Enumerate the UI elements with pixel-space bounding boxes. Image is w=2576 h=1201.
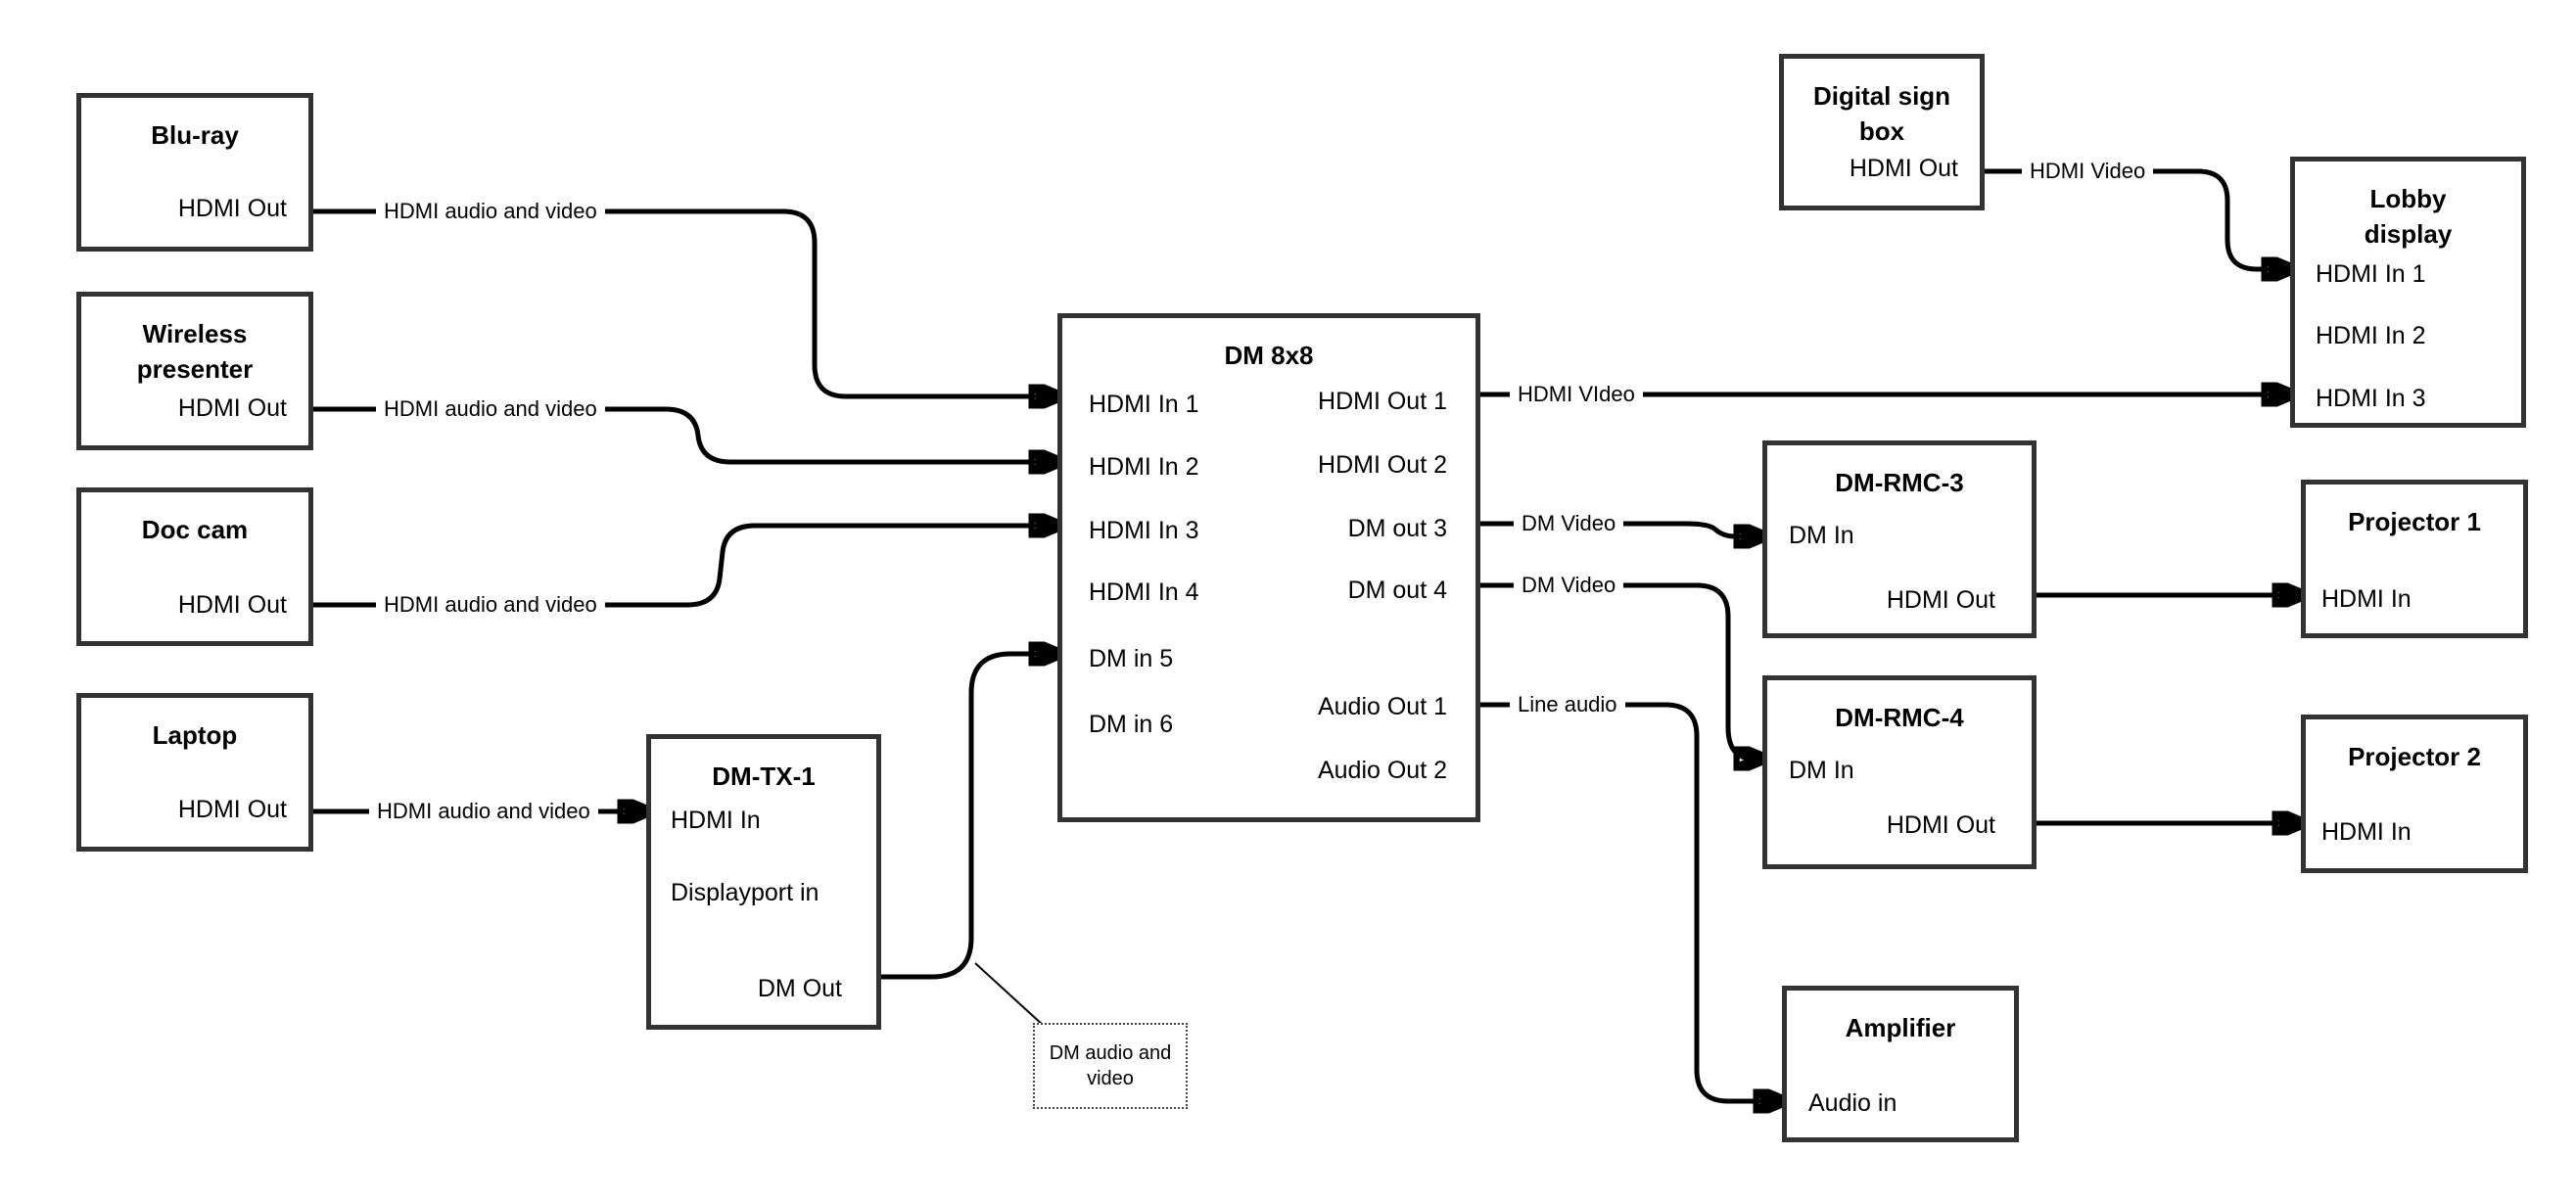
port-dm8x8-dm-in-5: DM in 5 — [1089, 645, 1174, 672]
port-dm8x8-hdmi-in-1: HDMI In 1 — [1089, 391, 1199, 418]
node-doc-cam-title: Doc cam — [141, 515, 249, 544]
wire-label-dm-video-out4: DM Video — [1514, 573, 1624, 598]
port-lobby-hdmi-in-2: HDMI In 2 — [2316, 322, 2426, 349]
node-bluray-title: Blu-ray — [151, 120, 239, 150]
wire-doccam-to-dm8x8-in3 — [313, 526, 1055, 608]
node-dm-tx-1-title: DM-TX-1 — [712, 762, 816, 791]
port-dm8x8-dm-out-4: DM out 4 — [1347, 577, 1447, 604]
annotation-leader-line — [974, 962, 1045, 1027]
node-projector-2: Projector 2 HDMI In — [2301, 715, 2528, 873]
port-rmc4-dm-in: DM In — [1789, 757, 1854, 784]
node-laptop-title: Laptop — [152, 720, 238, 750]
port-lobby-hdmi-in-3: HDMI In 3 — [2316, 385, 2426, 412]
port-dm8x8-hdmi-in-3: HDMI In 3 — [1089, 517, 1199, 544]
port-amp-audio-in: Audio in — [1808, 1089, 1897, 1117]
node-lobby-display: Lobby display HDMI In 1 HDMI In 2 HDMI I… — [2290, 157, 2526, 428]
wire-label-wireless: HDMI audio and video — [376, 396, 605, 422]
node-digital-sign-box: Digital sign box HDMI Out — [1779, 54, 1985, 210]
port-dm8x8-hdmi-out-1: HDMI Out 1 — [1318, 388, 1447, 415]
node-bluray: Blu-ray HDMI Out — [76, 93, 313, 252]
wire-dm8x8-out3-to-rmc3-dmin — [1480, 521, 1760, 536]
node-dm-rmc-4-title: DM-RMC-4 — [1835, 703, 1964, 732]
port-rmc3-hdmi-out: HDMI Out — [1886, 586, 1995, 614]
port-dmtx1-displayport-in: Displayport in — [671, 879, 820, 906]
wire-dm8x8-out4-to-rmc4-dmin — [1480, 582, 1760, 759]
node-lobby-display-title: Lobby display — [2364, 184, 2453, 249]
node-doc-cam: Doc cam HDMI Out — [76, 487, 313, 646]
port-rmc4-hdmi-out: HDMI Out — [1886, 811, 1995, 839]
wire-label-line-audio: Line audio — [1510, 692, 1625, 717]
port-dm8x8-dm-in-6: DM in 6 — [1089, 711, 1174, 738]
port-dm8x8-audio-out-2: Audio Out 2 — [1317, 757, 1447, 784]
port-dm8x8-dm-out-3: DM out 3 — [1347, 515, 1447, 542]
node-projector-2-title: Projector 2 — [2348, 742, 2481, 771]
wire-bluray-to-dm8x8-in1 — [313, 208, 1055, 396]
node-dm-tx-1: DM-TX-1 HDMI In Displayport in DM Out — [646, 734, 881, 1030]
annotation-dm-audio-and-video: DM audio and video — [1033, 1023, 1188, 1109]
node-dm-rmc-4: DM-RMC-4 DM In HDMI Out — [1762, 675, 2037, 869]
node-dm-8x8-title: DM 8x8 — [1224, 341, 1314, 370]
port-lobby-hdmi-in-1: HDMI In 1 — [2316, 260, 2426, 288]
wire-label-doccam: HDMI audio and video — [376, 592, 605, 618]
node-dm-8x8: DM 8x8 HDMI In 1 HDMI In 2 HDMI In 3 HDM… — [1057, 313, 1480, 822]
wire-wireless-to-dm8x8-in2 — [313, 406, 1055, 462]
wire-label-laptop: HDMI audio and video — [369, 799, 598, 824]
port-wireless-hdmi-out: HDMI Out — [177, 394, 287, 422]
wire-label-dm-video-out3: DM Video — [1514, 511, 1624, 536]
node-dm-rmc-3-title: DM-RMC-3 — [1835, 468, 1964, 497]
node-wireless-presenter: Wireless presenter HDMI Out — [76, 292, 313, 450]
port-dm8x8-audio-out-1: Audio Out 1 — [1317, 693, 1447, 720]
port-rmc3-dm-in: DM In — [1789, 522, 1854, 549]
wire-label-bluray: HDMI audio and video — [376, 199, 605, 224]
wire-label-hdmi-video-out1: HDMI VIdeo — [1510, 382, 1643, 407]
port-dm8x8-hdmi-out-2: HDMI Out 2 — [1318, 451, 1447, 479]
port-dmtx1-hdmi-in: HDMI In — [671, 807, 761, 834]
wire-digisign-to-lobby-in1 — [1985, 168, 2288, 269]
port-proj2-hdmi-in: HDMI In — [2321, 818, 2412, 846]
wire-dm8x8-aout1-to-amp-audioin — [1480, 702, 1780, 1101]
port-doccam-hdmi-out: HDMI Out — [177, 591, 287, 619]
node-wireless-presenter-title: Wireless presenter — [136, 319, 254, 384]
port-dmtx1-dm-out: DM Out — [757, 975, 842, 1002]
node-amplifier: Amplifier Audio in — [1782, 986, 2019, 1142]
port-bluray-hdmi-out: HDMI Out — [177, 195, 287, 222]
node-projector-1: Projector 1 HDMI In — [2301, 480, 2528, 638]
port-dm8x8-hdmi-in-4: HDMI In 4 — [1089, 578, 1199, 606]
node-amplifier-title: Amplifier — [1845, 1013, 1956, 1042]
port-digisign-hdmi-out: HDMI Out — [1849, 155, 1958, 182]
port-laptop-hdmi-out: HDMI Out — [177, 796, 287, 823]
port-proj1-hdmi-in: HDMI In — [2321, 585, 2412, 613]
node-dm-rmc-3: DM-RMC-3 DM In HDMI Out — [1762, 440, 2037, 638]
port-dm8x8-hdmi-in-2: HDMI In 2 — [1089, 453, 1199, 481]
node-laptop: Laptop HDMI Out — [76, 693, 313, 852]
wire-label-hdmi-video-digisign: HDMI Video — [2022, 159, 2154, 184]
wire-dmtx1-dmout-to-dm8x8-in5 — [881, 654, 1055, 980]
node-digital-sign-box-title: Digital sign box — [1812, 81, 1951, 146]
node-projector-1-title: Projector 1 — [2348, 507, 2481, 536]
